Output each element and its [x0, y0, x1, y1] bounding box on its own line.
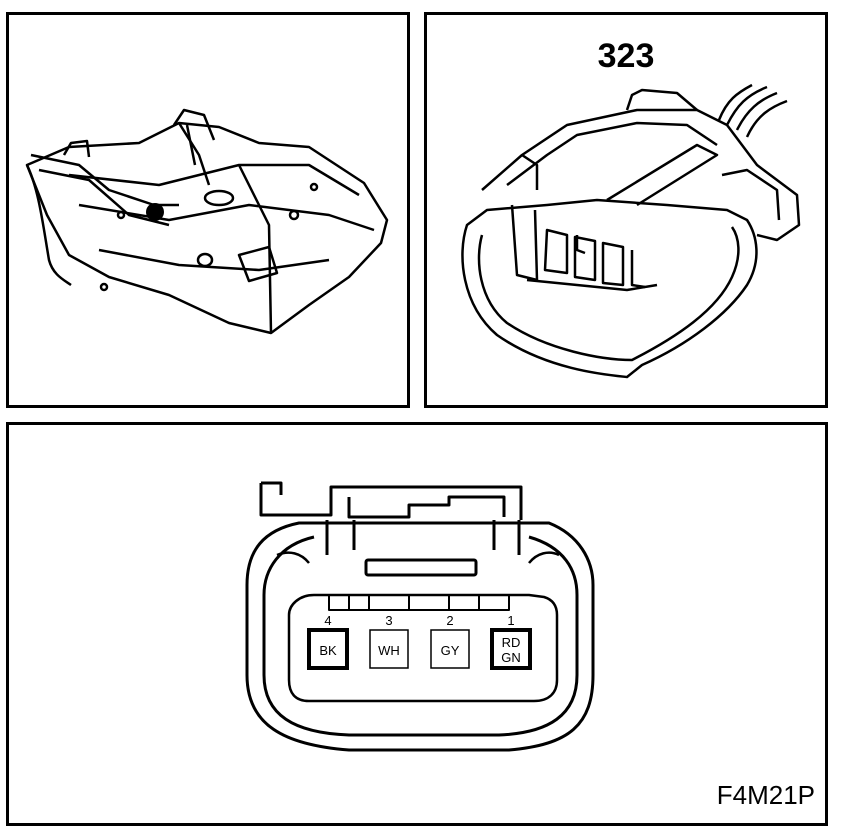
connector-location-marker	[146, 203, 164, 221]
location-panel	[6, 12, 410, 408]
pin-3: 3 WH	[369, 613, 409, 669]
pin-wire-color: GN	[501, 650, 521, 665]
pin-4: 4 BK	[307, 613, 349, 670]
pin-2: 2 GY	[430, 613, 470, 669]
pin-number: 3	[385, 613, 392, 628]
connector-panel: 323	[424, 12, 828, 408]
pin-wire-color: RD	[502, 635, 521, 650]
connector-number: 323	[597, 37, 655, 75]
pin-1: 1 RD GN	[490, 613, 532, 670]
pin-number: 1	[507, 613, 514, 628]
pin-wire-color: WH	[378, 643, 400, 658]
pin-wire-color: GY	[441, 643, 460, 658]
pin-number: 4	[324, 613, 331, 628]
connector-isometric-illustration	[461, 83, 801, 379]
fuel-tank-illustration	[25, 108, 389, 335]
pinout-panel: 4 BK 3 WH 2 GY 1 RD GN F4M21P	[6, 422, 828, 826]
connector-face-view: 4 BK 3 WH 2 GY 1 RD GN	[245, 481, 595, 752]
figure-id: F4M21P	[716, 780, 815, 810]
pin-wire-color: BK	[319, 643, 337, 658]
pin-number: 2	[446, 613, 453, 628]
